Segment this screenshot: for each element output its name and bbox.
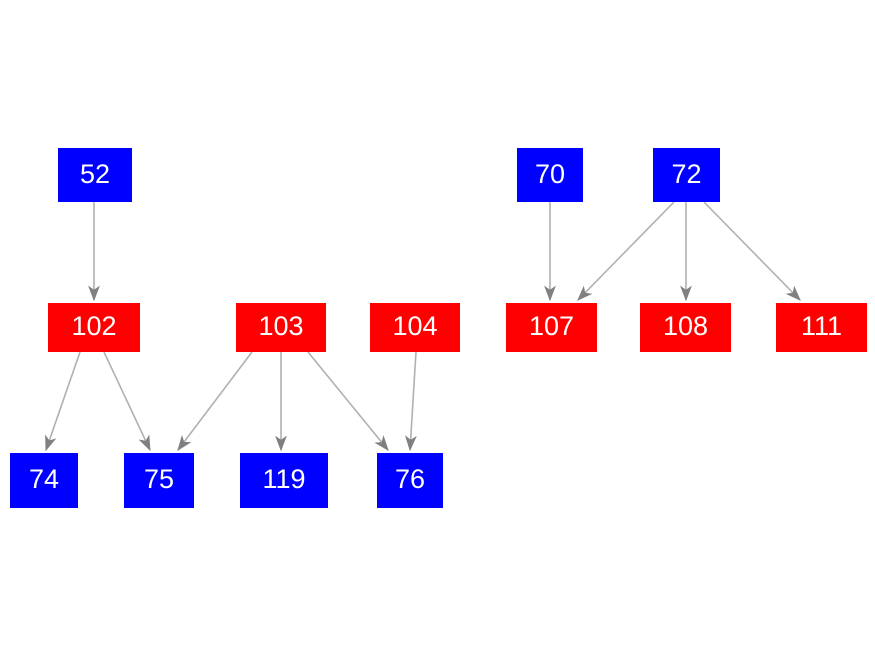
graph-node-72[interactable]: 72 [653,148,720,202]
graph-node-label: 108 [662,311,709,341]
graph-node-label: 74 [28,464,60,494]
graph-node-52[interactable]: 52 [58,148,132,202]
graph-node-111[interactable]: 111 [776,303,867,352]
graph-node-label: 119 [262,464,306,494]
graph-node-label: 70 [534,158,566,189]
graph-node-70[interactable]: 70 [517,148,583,202]
graph-node-119[interactable]: 119 [240,453,328,508]
graph-node-104[interactable]: 104 [370,303,460,352]
graph-node-label: 52 [79,158,111,189]
graph-node-label: 72 [671,158,702,189]
edge-103-to-76 [307,351,389,451]
graph-node-75[interactable]: 75 [124,453,194,508]
graph-node-label: 111 [800,311,843,341]
edge-103-to-75 [177,351,253,452]
graph-node-76[interactable]: 76 [377,453,443,508]
edge-102-to-75 [103,351,151,452]
graph-node-102[interactable]: 102 [48,303,140,352]
edge-72-to-107 [577,201,675,301]
graph-node-label: 104 [392,311,438,341]
graph-node-108[interactable]: 108 [640,303,731,352]
graph-node-label: 102 [71,311,117,341]
edge-104-to-76 [404,351,417,452]
graph-node-label: 107 [528,311,575,341]
graph-node-74[interactable]: 74 [10,453,78,508]
edge-102-to-74 [45,351,81,452]
edge-72-to-111 [703,201,801,301]
graph-node-label: 75 [143,464,175,494]
graph-node-107[interactable]: 107 [506,303,597,352]
graph-node-label: 103 [258,311,304,341]
graph-node-103[interactable]: 103 [236,303,326,352]
graph-node-label: 76 [394,464,426,494]
